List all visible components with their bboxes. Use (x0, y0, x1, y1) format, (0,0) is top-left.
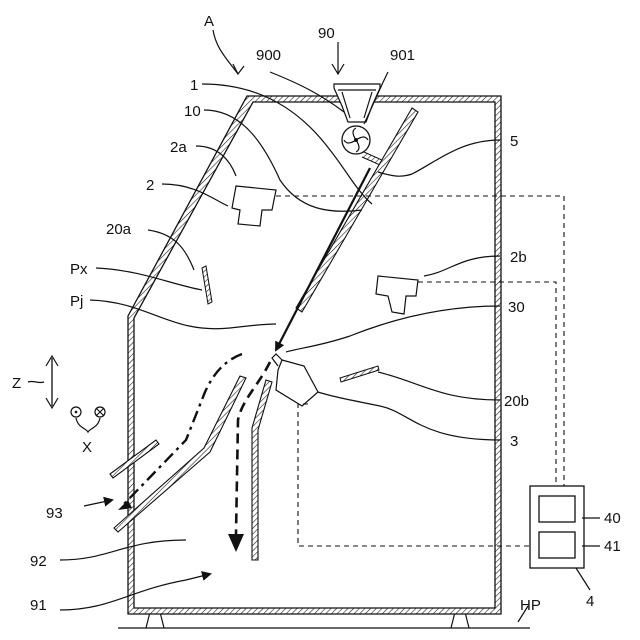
label-40: 40 (604, 510, 621, 527)
background-plate-20b (340, 366, 379, 382)
label-30: 30 (508, 299, 525, 316)
label-92: 92 (30, 553, 47, 570)
housing (128, 96, 501, 614)
label-20a: 20a (106, 221, 132, 238)
label-HP: HP (520, 597, 541, 614)
label-A: A (204, 13, 214, 30)
label-901: 901 (390, 47, 415, 64)
trajectory-arrow (276, 168, 370, 350)
label-4: 4 (586, 593, 594, 610)
label-93: 93 (46, 505, 63, 522)
controller-4 (530, 486, 584, 568)
label-Z: Z (12, 375, 21, 392)
background-plate-20a (202, 266, 212, 304)
label-41: 41 (604, 538, 621, 555)
flow-paths (84, 354, 270, 580)
label-5: 5 (510, 133, 518, 150)
label-10: 10 (184, 103, 201, 120)
optical-unit-2 (232, 186, 276, 226)
label-3: 3 (510, 433, 518, 450)
leader-lines-lower (60, 580, 186, 610)
label-2: 2 (146, 177, 154, 194)
label-90: 90 (318, 25, 335, 42)
label-20b: 20b (504, 393, 529, 410)
label-2a: 2a (170, 139, 187, 156)
optical-unit-2b (376, 276, 418, 314)
label-Px: Px (70, 261, 88, 278)
label-X: X (82, 439, 92, 456)
leader-lines (60, 30, 600, 622)
rotor-900 (342, 126, 382, 165)
axis-symbols (28, 356, 105, 432)
label-2b: 2b (510, 249, 527, 266)
label-900: 900 (256, 47, 281, 64)
ejector-3 (272, 354, 318, 406)
label-Pj: Pj (70, 293, 83, 310)
label-91: 91 (30, 597, 47, 614)
label-1: 1 (190, 77, 198, 94)
